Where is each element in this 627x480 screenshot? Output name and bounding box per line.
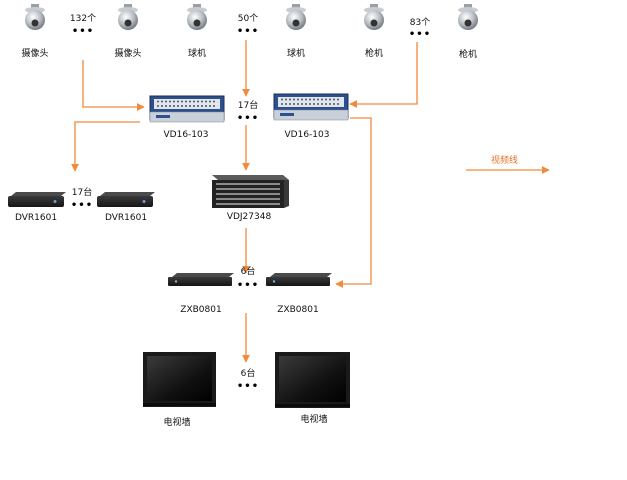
dvr-count-label: 17台 [71,188,93,198]
encoder-right-label: ZXB0801 [277,305,319,315]
ellipsis: ••• [236,26,260,37]
matrix-right-label: VD16-103 [284,130,330,140]
tv-left [143,352,216,407]
switcher-chassis [212,175,289,208]
dvr-right [97,192,155,207]
video-lines [71,40,550,363]
ellipsis: ••• [236,113,260,124]
dvr-right-label: DVR1601 [104,213,148,223]
encoder-left-label: ZXB0801 [180,305,222,315]
arrow-cameras-to-left-matrix [82,60,145,111]
dome-camera-icon [286,4,306,30]
encoder-right [266,273,332,286]
camera-label: 球机 [187,49,207,59]
camera-label: 枪机 [458,50,478,60]
camera-group [25,4,478,30]
camera-label: 摄像头 [21,49,49,59]
ellipsis: ••• [70,200,94,211]
tv-right [275,352,350,408]
arrow-matrix-to-dvr [71,121,140,172]
ellipsis: ••• [408,29,432,40]
encoder-left [168,273,234,286]
matrix-left-label: VD16-103 [163,130,209,140]
dome-camera-icon [458,4,478,30]
ellipsis: ••• [236,280,260,291]
encoder-count-label: 6台 [240,267,256,277]
tv-right-label: 电视墙 [300,415,328,425]
matrix-left [149,95,225,123]
dome-camera-icon [25,4,45,30]
ellipsis: ••• [236,381,260,392]
tv-left-label: 电视墙 [163,418,191,428]
dome-camera-icon [187,4,207,30]
matrix-right [273,93,349,121]
camera-count-label: 50个 [237,14,259,24]
ellipsis: ••• [71,26,95,37]
tv-count-label: 6台 [240,369,256,379]
dvr-left-label: DVR1601 [14,213,58,223]
camera-count-label: 83个 [409,18,431,28]
arrow-right-matrix-to-encoder [335,117,372,288]
arrow-guns-to-right-matrix [349,42,418,108]
dome-camera-icon [118,4,138,30]
camera-label: 摄像头 [114,49,142,59]
dvr-left [8,192,66,207]
switcher-label: VDJ27348 [226,212,272,222]
dome-camera-icon [364,4,384,30]
legend-label: 视频线 [491,156,519,166]
matrix-count-label: 17台 [237,101,259,111]
camera-label: 枪机 [364,49,384,59]
camera-label: 球机 [286,49,306,59]
camera-count-label: 132个 [69,14,97,24]
